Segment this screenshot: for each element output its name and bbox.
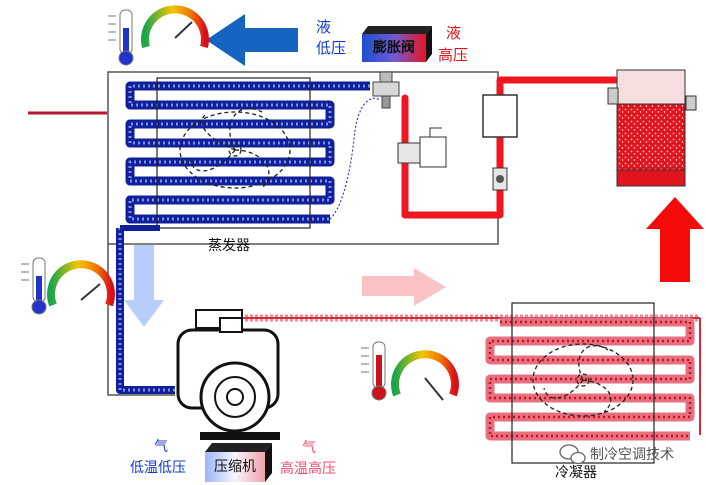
- gauge-icon: [47, 260, 115, 307]
- compressor-icon: [176, 309, 280, 440]
- filter-drier-icon: [482, 94, 518, 138]
- wechat-icon: [559, 444, 586, 465]
- expansion-valve-icon: [372, 71, 400, 109]
- valve-high-pressure-label: 高压: [438, 46, 469, 64]
- valve-low-pressure-label: 低压: [316, 39, 347, 57]
- solenoid-valve-icon: [397, 127, 447, 168]
- fan-icon: [532, 343, 634, 417]
- flow-arrow-up: [646, 197, 704, 282]
- flow-arrow-down: [124, 245, 164, 327]
- valve-high-pressure-liquid-label: 液: [446, 24, 462, 42]
- condenser-coil: [485, 302, 695, 464]
- evaporator-label: 蒸发器: [208, 238, 250, 254]
- flow-arrow-left: [206, 14, 298, 66]
- capillary-line: [329, 97, 381, 220]
- gauge-icon: [141, 5, 209, 49]
- valve-low-pressure-liquid-label: 液: [316, 18, 332, 36]
- compressor-high-gas-label: 气: [302, 440, 316, 456]
- flow-arrow-right: [362, 268, 446, 306]
- thermometer-hot-icon: [361, 341, 387, 401]
- gauge-icon: [391, 350, 459, 401]
- expansion-valve-badge: 膨胀阀: [373, 40, 415, 56]
- sight-glass-icon: [492, 167, 508, 191]
- fan-icon: [179, 107, 291, 189]
- compressor-low-gas-label: 气: [154, 439, 168, 455]
- compressor-low-temp-pressure-label: 低温低压: [130, 460, 186, 476]
- receiver-tank-icon: [607, 69, 697, 187]
- compressor-badge-box: [205, 443, 272, 482]
- suction-line: [116, 225, 175, 394]
- evaporator-coil: [125, 77, 370, 229]
- compressor-high-temp-pressure-label: 高温高压: [280, 461, 336, 477]
- condenser-label: 冷凝器: [555, 465, 597, 481]
- expansion-valve-badge-box: [362, 26, 432, 62]
- thermometer-cold-icon: [21, 257, 47, 315]
- compressor-badge: 压缩机: [214, 459, 256, 475]
- thermometer-cold-icon: [108, 9, 134, 66]
- watermark-text: 制冷空调技术: [590, 447, 674, 463]
